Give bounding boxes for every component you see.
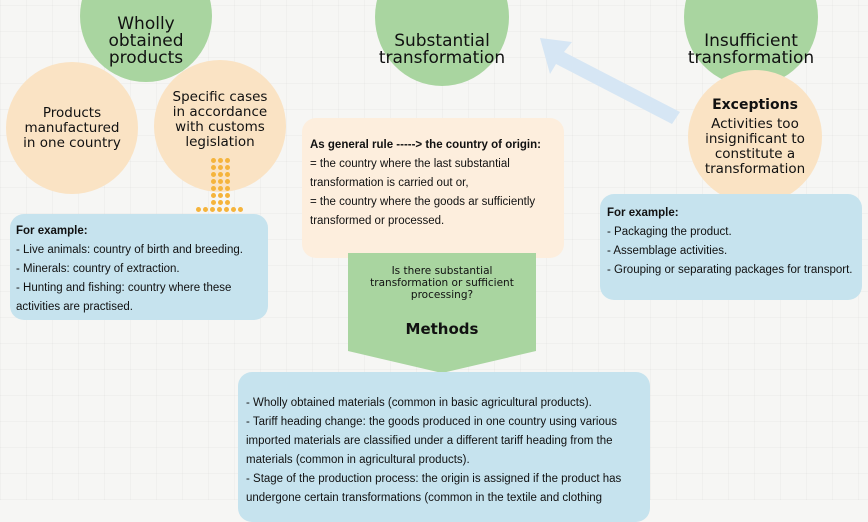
arrow-dot xyxy=(210,207,215,212)
list-item: - Live animals: country of birth and bre… xyxy=(16,244,243,256)
specific-cases-text: Specific cases in accordance with custom… xyxy=(172,89,268,150)
arrow-dot xyxy=(218,179,223,184)
arrow-dot xyxy=(211,172,216,177)
arrow-dot xyxy=(196,207,201,212)
arrow-dot xyxy=(211,165,216,170)
wholly-examples-head: For example: xyxy=(16,225,88,237)
products-country-text: Products manufactured in one country xyxy=(23,104,121,151)
general-rule-box: As general rule -----> the country of or… xyxy=(302,118,564,258)
arrow-dot xyxy=(217,207,222,212)
list-item: - Minerals: country of extraction. xyxy=(16,263,180,275)
methods-title: Methods xyxy=(405,320,479,338)
arrow-dot xyxy=(211,193,216,198)
methods-question: Is there substantial transformation or s… xyxy=(370,265,514,301)
insufficient-title: Insufficient transformation xyxy=(687,31,815,68)
arrow-dot xyxy=(224,207,229,212)
circle-exceptions: Exceptions Activities too insignificant … xyxy=(688,70,822,204)
arrow-dot xyxy=(225,179,230,184)
arrow-dot xyxy=(218,200,223,205)
substantial-title: Substantial transformation xyxy=(378,31,506,68)
exceptions-examples-head: For example: xyxy=(607,207,679,219)
list-item: - Stage of the production process: the o… xyxy=(246,473,622,504)
methods-box: - Wholly obtained materials (common in b… xyxy=(238,372,650,522)
circle-products-country: Products manufactured in one country xyxy=(6,62,138,194)
general-rule-line: = the country where the last substantial… xyxy=(310,158,510,189)
arrow-dot xyxy=(218,186,223,191)
arrow-dot xyxy=(225,200,230,205)
list-item: - Hunting and fishing: country where the… xyxy=(16,282,232,313)
arrow-dot xyxy=(211,158,216,163)
arrow-dot xyxy=(218,165,223,170)
general-rule-head: As general rule -----> the country of or… xyxy=(310,139,541,151)
wholly-obtained-title: Wholly obtained products xyxy=(108,13,184,68)
arrow-dot xyxy=(211,179,216,184)
arrow-dot xyxy=(211,186,216,191)
list-item: - Wholly obtained materials (common in b… xyxy=(246,397,592,409)
arrow-dot xyxy=(225,172,230,177)
list-item: - Packaging the product. xyxy=(607,226,732,238)
wholly-examples-box: For example: - Live animals: country of … xyxy=(10,214,268,320)
list-item: - Grouping or separating packages for tr… xyxy=(607,264,853,276)
arrow-dot xyxy=(218,158,223,163)
arrow-dot xyxy=(225,158,230,163)
general-rule-line: = the country where the goods ar suffici… xyxy=(310,196,536,227)
arrow-dot xyxy=(238,207,243,212)
arrow-dot xyxy=(225,186,230,191)
list-item: - Assemblage activities. xyxy=(607,245,728,257)
arrow-dot xyxy=(218,193,223,198)
methods-arrow xyxy=(348,253,536,373)
arrow-dot xyxy=(211,200,216,205)
arrow-dot xyxy=(203,207,208,212)
list-item: - Tariff heading change: the goods produ… xyxy=(246,416,618,466)
exceptions-title: Exceptions xyxy=(712,97,798,113)
exceptions-examples-box: For example: - Packaging the product. - … xyxy=(600,194,862,300)
arrow-dot xyxy=(231,207,236,212)
arrow-exceptions-to-substantial xyxy=(540,38,680,124)
circle-specific-cases: Specific cases in accordance with custom… xyxy=(154,60,286,192)
arrow-dot xyxy=(225,193,230,198)
exceptions-text: Activities too insignificant to constitu… xyxy=(704,116,806,177)
arrow-dot xyxy=(225,165,230,170)
arrow-dot xyxy=(218,172,223,177)
